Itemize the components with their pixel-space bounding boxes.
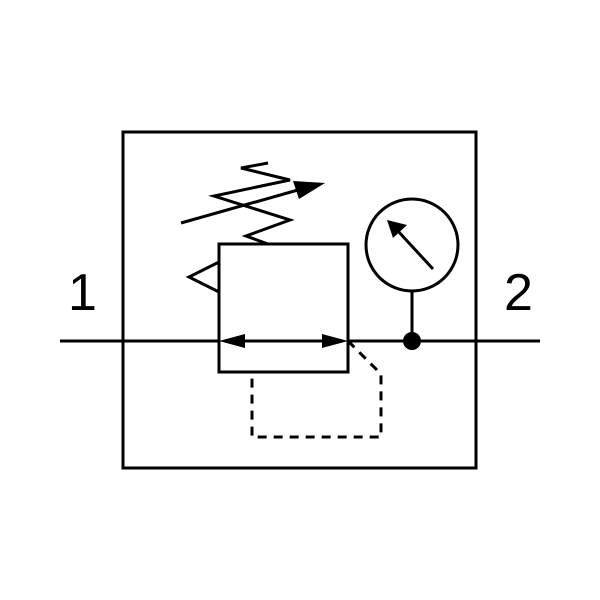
spring-adjust-arrow-head xyxy=(293,181,325,199)
flow-arrow-right-head xyxy=(322,334,348,348)
enclosure-box xyxy=(121,130,478,470)
flow-arrow-left-head xyxy=(219,334,245,348)
junction-dot-icon xyxy=(403,332,421,350)
regulator-valve xyxy=(185,242,350,374)
valve-body xyxy=(217,242,350,374)
relief-triangle-icon xyxy=(185,260,220,294)
spring-adjust-arrow-line xyxy=(180,186,306,225)
adjustable-spring-icon xyxy=(180,161,325,246)
pilot-line-dashed xyxy=(250,339,383,439)
pilot-line-icon xyxy=(250,339,383,439)
spring-zigzag xyxy=(208,161,295,246)
pressure-gauge-icon xyxy=(364,197,460,341)
inlet-port-label: 1 xyxy=(68,264,97,322)
gauge-needle-head xyxy=(387,220,407,238)
gauge-needle xyxy=(395,228,435,271)
outlet-port-label: 2 xyxy=(504,264,533,322)
